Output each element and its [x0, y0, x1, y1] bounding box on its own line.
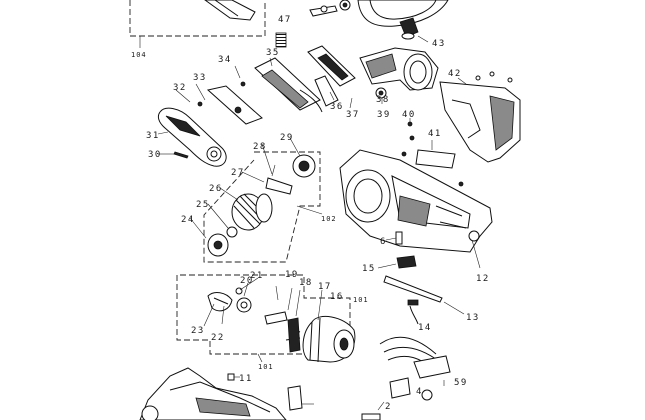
label-35: 35: [266, 48, 280, 58]
label-4: 4: [416, 387, 423, 397]
assembly-104-box: [129, 0, 266, 48]
label-26: 26: [209, 184, 223, 194]
label-31: 31: [146, 131, 160, 141]
part-43-knob: [399, 17, 429, 43]
label-14: 14: [418, 323, 432, 333]
label-18: 18: [299, 278, 313, 288]
switch-15: [377, 255, 465, 325]
main-housing-12: [339, 149, 493, 269]
label-13: 13: [466, 313, 480, 323]
label-12: 12: [476, 274, 490, 284]
label-36: 36: [330, 102, 344, 112]
label-41: 41: [428, 129, 442, 139]
label-32: 32: [173, 83, 187, 93]
label-25: 25: [196, 200, 210, 210]
part-41-plate: [401, 121, 464, 187]
lower-housing: [139, 367, 385, 420]
label-6: 6: [380, 237, 387, 247]
label-102: 102: [321, 215, 337, 223]
label-40: 40: [402, 110, 416, 120]
label-101-upper: 101: [353, 296, 369, 304]
part-47-group: [275, 0, 351, 48]
label-23: 23: [191, 326, 205, 336]
gear-cover-31: [157, 81, 263, 167]
label-30: 30: [148, 150, 162, 160]
assembly-102-box: [203, 151, 323, 263]
belt-top: [357, 0, 449, 27]
housing-half-42: [439, 71, 521, 163]
label-24: 24: [181, 215, 195, 225]
part-labels: 47 43 42 35 34 33 32 36 37 38 39 40 41 3…: [131, 15, 490, 412]
label-27: 27: [231, 168, 245, 178]
label-16: 16: [330, 292, 344, 302]
label-17: 17: [318, 282, 332, 292]
wiring-4: [379, 336, 451, 401]
leader-lines: [157, 57, 467, 386]
label-22: 22: [211, 333, 225, 343]
label-21: 21: [250, 271, 264, 281]
label-34: 34: [218, 55, 232, 65]
label-19: 19: [285, 270, 299, 280]
label-28: 28: [253, 142, 267, 152]
motor-16: [207, 287, 356, 363]
handle-38-assembly: [359, 47, 439, 99]
label-104: 104: [131, 51, 147, 59]
label-15: 15: [362, 264, 376, 274]
label-37: 37: [346, 110, 360, 120]
label-39: 39: [377, 110, 391, 120]
label-47: 47: [278, 15, 292, 25]
label-38: 38: [376, 95, 390, 105]
platen-parts: [254, 45, 356, 113]
gear-set: [207, 154, 316, 257]
label-33: 33: [193, 73, 207, 83]
label-43: 43: [432, 39, 446, 49]
label-11: 11: [239, 374, 253, 384]
label-101-lower: 101: [258, 363, 274, 371]
label-29: 29: [280, 133, 294, 143]
label-59: 59: [454, 378, 468, 388]
label-20: 20: [240, 276, 254, 286]
label-42: 42: [448, 69, 462, 79]
label-2: 2: [385, 402, 392, 412]
